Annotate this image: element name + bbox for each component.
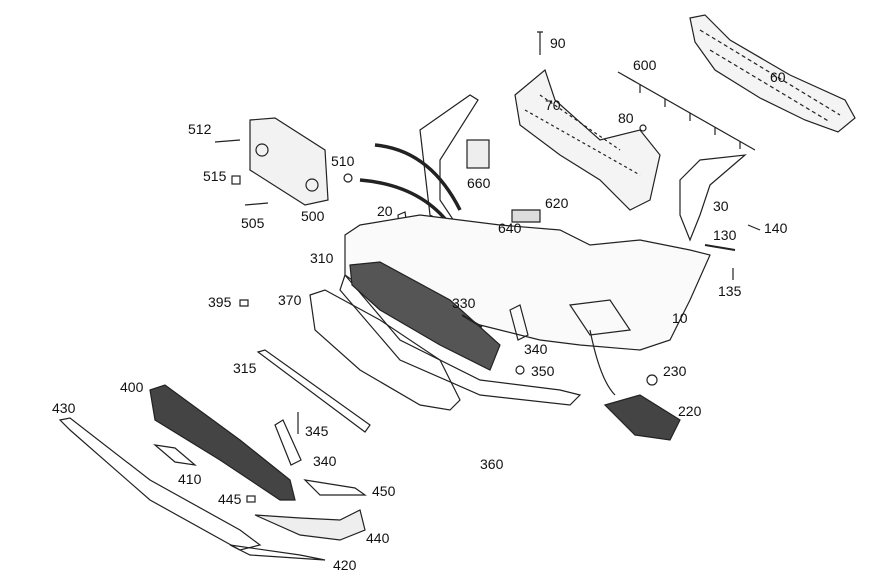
part-220-fog-trim — [603, 394, 681, 441]
callout-400[interactable]: 400 — [120, 379, 144, 395]
callout-140[interactable]: 140 — [764, 220, 788, 236]
part-310-grille — [349, 261, 501, 371]
part-10-fog-opening — [568, 299, 632, 336]
part-445-clip — [246, 495, 256, 503]
part-70-detail — [524, 94, 641, 176]
callout-220[interactable]: 220 — [678, 403, 702, 419]
part-60-detail — [699, 29, 841, 123]
part-330-clip — [461, 314, 483, 328]
part-315-strip — [256, 349, 371, 433]
part-230-clip — [646, 374, 658, 386]
callout-500[interactable]: 500 — [301, 208, 325, 224]
part-420-strip — [229, 544, 326, 561]
part-130-strip — [704, 244, 736, 251]
callout-80[interactable]: 80 — [618, 110, 634, 126]
callout-430[interactable]: 430 — [52, 400, 76, 416]
part-hose-lower — [359, 178, 452, 227]
callout-370[interactable]: 370 — [278, 292, 302, 308]
callout-330[interactable]: 330 — [452, 295, 476, 311]
part-90-screw — [537, 31, 543, 55]
part-70-carrier — [514, 68, 661, 211]
callout-340-upper[interactable]: 340 — [524, 341, 548, 357]
callout-315[interactable]: 315 — [233, 360, 257, 376]
part-400-lower-grille — [149, 384, 296, 501]
part-430-spoiler-lip — [58, 417, 262, 551]
callout-60[interactable]: 60 — [770, 69, 786, 85]
part-510-clip — [343, 173, 353, 183]
callout-420[interactable]: 420 — [333, 557, 357, 573]
part-440-trim — [254, 509, 366, 541]
callout-510[interactable]: 510 — [331, 153, 355, 169]
part-515-nut — [231, 175, 241, 185]
part-500-license-plate-bracket — [249, 117, 329, 206]
part-hose-upper — [374, 143, 462, 211]
part-340-bracket — [509, 304, 529, 341]
callout-445[interactable]: 445 — [218, 491, 242, 507]
part-395-clip — [239, 299, 249, 307]
part-500-hole — [305, 178, 319, 192]
callout-20[interactable]: 20 — [377, 203, 393, 219]
part-370-grille-frame — [309, 289, 461, 411]
callout-620[interactable]: 620 — [545, 195, 569, 211]
callout-505[interactable]: 505 — [241, 215, 265, 231]
callout-640[interactable]: 640 — [498, 220, 522, 236]
part-505-screw — [244, 202, 269, 206]
part-512-screw — [214, 139, 241, 143]
part-660-sensor — [466, 139, 490, 169]
part-410-trim — [153, 444, 197, 466]
part-340-lower-bracket — [274, 419, 302, 466]
callout-130[interactable]: 130 — [713, 227, 737, 243]
callout-70[interactable]: 70 — [545, 97, 561, 113]
part-500-hole — [255, 143, 269, 157]
part-80-clip — [639, 124, 647, 132]
callout-340-lower[interactable]: 340 — [313, 453, 337, 469]
callout-230[interactable]: 230 — [663, 363, 687, 379]
callout-600[interactable]: 600 — [633, 57, 657, 73]
part-220-cable — [589, 329, 616, 396]
callout-512[interactable]: 512 — [188, 121, 212, 137]
callout-350[interactable]: 350 — [531, 363, 555, 379]
callout-135[interactable]: 135 — [718, 283, 742, 299]
callout-440[interactable]: 440 — [366, 530, 390, 546]
callout-30[interactable]: 30 — [713, 198, 729, 214]
part-450-trim — [303, 479, 367, 496]
callout-515[interactable]: 515 — [203, 168, 227, 184]
callout-360[interactable]: 360 — [480, 456, 504, 472]
callout-310[interactable]: 310 — [310, 250, 334, 266]
callout-410[interactable]: 410 — [178, 471, 202, 487]
part-620-640-sensor — [511, 209, 541, 223]
part-350-clip — [515, 365, 525, 375]
callout-10[interactable]: 10 — [672, 310, 688, 326]
part-30-side-bracket — [679, 154, 747, 242]
callout-345[interactable]: 345 — [305, 423, 329, 439]
callout-395[interactable]: 395 — [208, 294, 232, 310]
callout-90[interactable]: 90 — [550, 35, 566, 51]
part-140-clip — [747, 224, 761, 231]
callout-660[interactable]: 660 — [467, 175, 491, 191]
part-600-cable — [617, 71, 756, 151]
part-600-clips — [639, 85, 741, 149]
callout-450[interactable]: 450 — [372, 483, 396, 499]
